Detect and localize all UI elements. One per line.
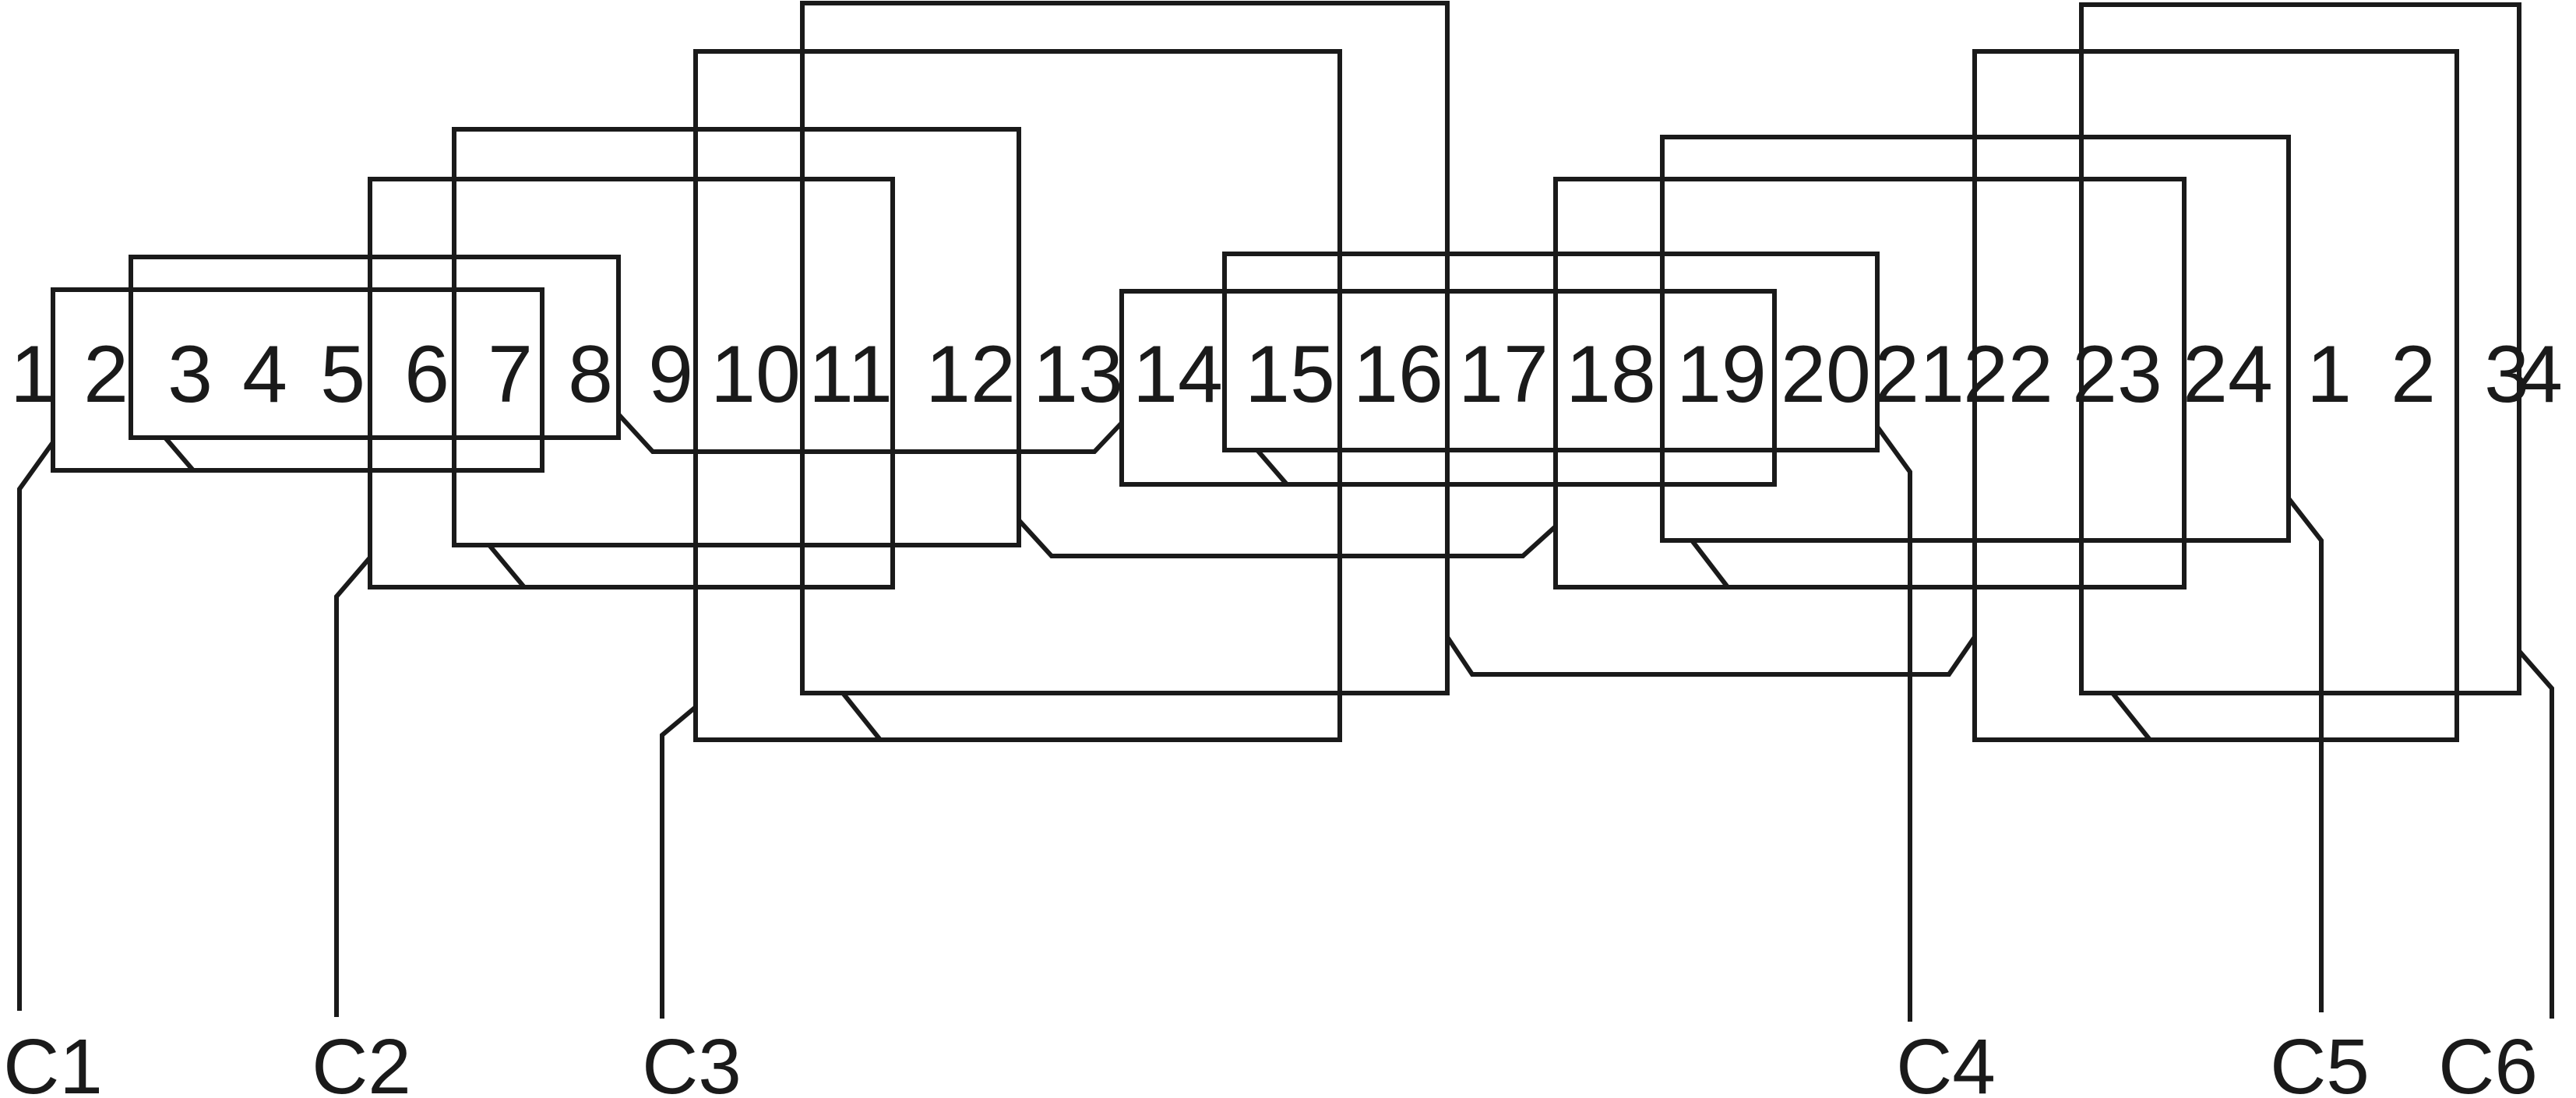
slot-label: 2 (83, 329, 129, 420)
terminal-c5-lead (2286, 497, 2324, 1012)
coil-3-to-coil-5-link (1445, 635, 1977, 677)
slot-label: 11 (809, 329, 893, 420)
coil-2-inner-loop (452, 127, 1021, 547)
slot-label: 1 (10, 329, 55, 420)
slot-label: 8 (568, 329, 613, 420)
slot-label: 5 (320, 329, 365, 420)
slot-label: 3 (2484, 329, 2529, 420)
slot-label: 22 (1963, 329, 2053, 420)
slot-label: 6 (404, 329, 449, 420)
slot-label: 4 (2518, 329, 2563, 420)
slot-label: 24 (2183, 329, 2273, 420)
terminal-label-c5: C5 (2270, 1023, 2370, 1098)
slot-label: 16 (1353, 329, 1443, 420)
slot-label: 1 (2306, 329, 2352, 420)
slot-label: 15 (1245, 329, 1335, 420)
coil-4-inner-loop (1222, 252, 1880, 452)
coil-3-crossover (840, 692, 883, 741)
coil-1-outer-loop (51, 287, 544, 473)
coil-1-to-coil-3-link (616, 412, 1124, 454)
coil-4-crossover (1255, 449, 1289, 486)
coil-1-crossover (163, 436, 196, 472)
coil-2-outer-loop (368, 177, 895, 589)
slot-label: 13 (1033, 329, 1123, 420)
terminal-label-c3: C3 (642, 1023, 742, 1098)
terminal-label-c6: C6 (2438, 1023, 2538, 1098)
terminal-c6-lead (2517, 649, 2554, 1019)
coil-3-outer-loop (693, 49, 1342, 742)
coil-6-inner-loop (2079, 2, 2521, 695)
slot-label: 20 (1781, 329, 1871, 420)
slot-label: 12 (925, 329, 1016, 420)
coil-6-crossover (2110, 692, 2152, 741)
slot-label: 14 (1133, 329, 1223, 420)
slot-label: 17 (1458, 329, 1549, 420)
slot-label: 2 (2391, 329, 2436, 420)
slot-label: 4 (242, 329, 287, 420)
slot-label: 3 (167, 329, 213, 420)
terminal-c4-lead (1875, 425, 1912, 1022)
slot-label: 21 (1874, 329, 1965, 420)
coil-5-crossover (1690, 539, 1730, 589)
coil-6-outer-loop (1972, 49, 2459, 742)
terminal-c2-lead (334, 556, 372, 1017)
terminal-labels: C1 C2 C3 C4 C5 C6 (3, 1023, 2538, 1098)
coil-2-to-coil-4-link (1017, 518, 1558, 558)
slot-label: 23 (2072, 329, 2162, 420)
slot-label: 9 (648, 329, 693, 420)
slot-label: 18 (1566, 329, 1656, 420)
slot-label: 7 (488, 329, 533, 420)
terminal-label-c2: C2 (312, 1023, 411, 1098)
coil-3-inner-loop (800, 1, 1450, 695)
terminal-c1-lead (17, 441, 55, 1011)
terminal-label-c1: C1 (3, 1023, 103, 1098)
terminal-c3-lead (660, 705, 697, 1019)
slot-label: 10 (710, 329, 801, 420)
coil-2-crossover (487, 544, 527, 589)
terminal-label-c4: C4 (1896, 1023, 1996, 1098)
slot-label: 19 (1676, 329, 1767, 420)
